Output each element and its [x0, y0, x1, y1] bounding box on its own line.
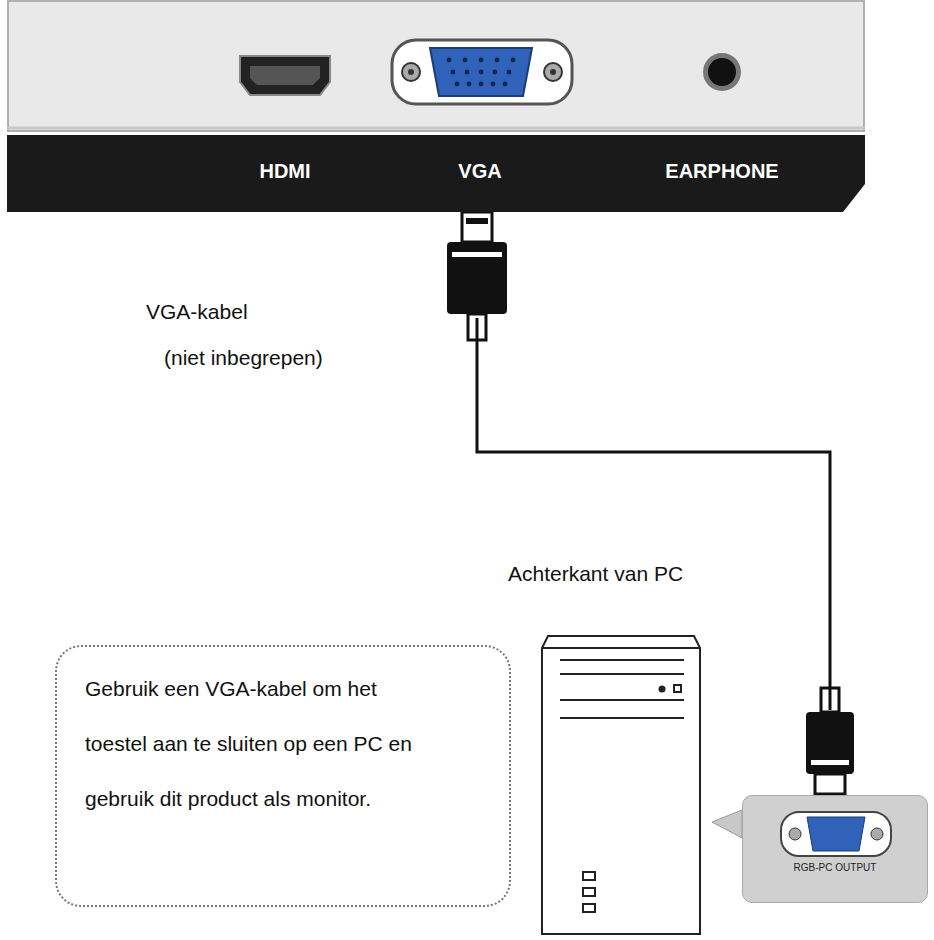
vga-plug-bottom [806, 688, 854, 794]
vga-output-port [743, 802, 929, 862]
cable-label: (niet inbegrepen) [164, 346, 323, 370]
pc-tower [542, 636, 700, 934]
port-name: HDMI [259, 160, 310, 183]
port-name: EARPHONE [665, 160, 778, 183]
callout-pointer [712, 810, 742, 838]
instruction-text: Gebruik een VGA-kabel om het toestel aan… [85, 661, 415, 826]
port-name: VGA [458, 160, 501, 183]
vga-plug-top [447, 212, 507, 340]
cable-label: VGA-kabel [146, 300, 248, 324]
port-label: RGB-PC OUTPUT [749, 862, 921, 873]
connector-panel: HDMI VGA EARPHONE [7, 0, 865, 212]
pc-label: Achterkant van PC [508, 562, 683, 586]
note-box: Gebruik een VGA-kabel om het toestel aan… [55, 645, 511, 907]
port-callout: RGB-PC OUTPUT [742, 795, 928, 903]
